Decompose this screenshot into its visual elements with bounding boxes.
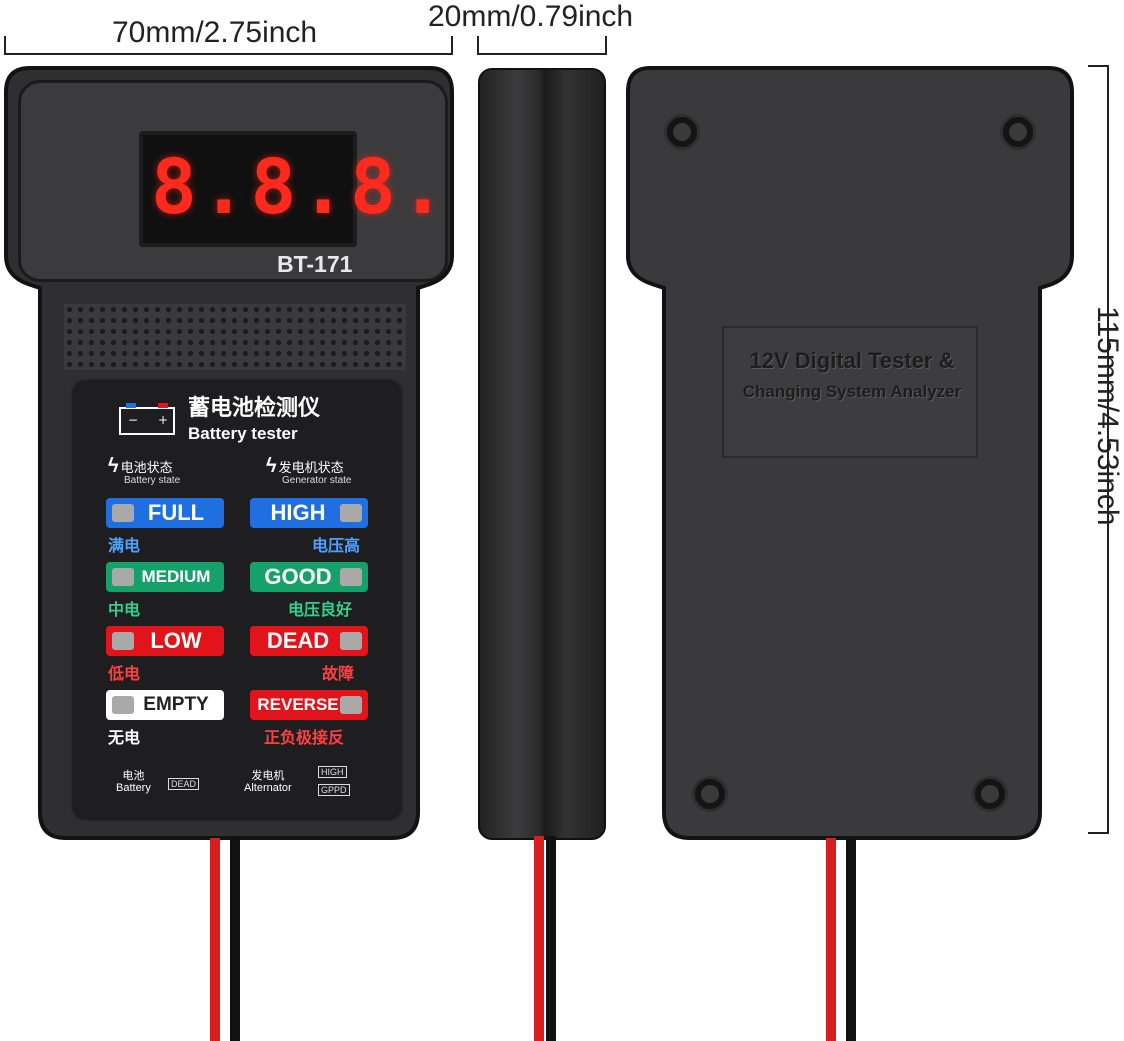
- back-label-line-2: Changing System Analyzer: [742, 382, 962, 401]
- indicator-dead: DEAD: [250, 626, 368, 656]
- indicator-reverse-cn: 正负极接反: [264, 730, 345, 747]
- side-cable-black: [546, 836, 556, 1041]
- indicator-dead-cn: 故障: [322, 666, 355, 683]
- legend-alternator: 发电机 Alternator: [244, 770, 292, 794]
- front-view: 8.8.8. BT-171 − + 蓄电池检测仪 Battery tester …: [6, 68, 452, 838]
- legend-battery-en: Battery: [116, 782, 151, 794]
- led-icon: [112, 632, 134, 650]
- width-dimension-label: 70mm/2.75inch: [112, 16, 318, 49]
- battery-state-en: Battery state: [124, 475, 181, 486]
- battery-icon: − +: [119, 403, 175, 435]
- indicator-reverse: REVERSE: [250, 690, 368, 720]
- battery-state-cn: 电池状态: [120, 460, 173, 475]
- legend-alternator-en: Alternator: [244, 782, 292, 794]
- side-cable-red: [534, 836, 544, 1041]
- back-label-line-1: 12V Digital Tester &: [749, 348, 955, 373]
- indicator-medium: MEDIUM: [106, 562, 224, 592]
- speaker-grille: [64, 304, 406, 370]
- generator-state-en: Generator state: [282, 475, 352, 486]
- front-cable-black: [230, 838, 240, 1041]
- indicator-low-cn: 低电: [108, 666, 141, 683]
- indicator-medium-cn: 中电: [108, 602, 141, 619]
- indicator-empty-cn: 无电: [108, 730, 141, 747]
- side-view: [478, 68, 606, 840]
- svg-text:−: −: [128, 413, 138, 427]
- indicator-good: GOOD: [250, 562, 368, 592]
- display-head: 8.8.8. BT-171: [18, 80, 448, 282]
- indicator-high: HIGH: [250, 498, 368, 528]
- back-view: 12V Digital Tester & Changing System Ana…: [626, 68, 1072, 838]
- back-cable-black: [846, 838, 856, 1041]
- screw-icon: [692, 776, 728, 812]
- back-cable-red: [826, 838, 836, 1041]
- legend-alt-box-high: HIGH: [318, 766, 347, 778]
- legend-battery-box: DEAD: [168, 778, 200, 790]
- indicator-good-cn: 电压良好: [288, 602, 353, 619]
- indicator-high-cn: 电压高: [312, 538, 361, 555]
- back-label-plate: 12V Digital Tester & Changing System Ana…: [722, 326, 978, 458]
- legend-alternator-cn: 发电机: [251, 770, 285, 782]
- bolt-icon: ϟ: [108, 455, 119, 477]
- panel-title-chinese: 蓄电池检测仪: [188, 395, 321, 420]
- legend-battery: 电池 Battery: [116, 770, 151, 794]
- screw-icon: [1000, 114, 1036, 150]
- indicator-empty: EMPTY: [106, 690, 224, 720]
- front-cable-red: [210, 838, 220, 1041]
- panel-title-english: Battery tester: [188, 424, 298, 443]
- led-icon: [112, 696, 134, 714]
- generator-state-cn: 发电机状态: [278, 460, 344, 475]
- model-number: BT-171: [277, 251, 353, 277]
- led-icon: [112, 568, 134, 586]
- indicator-low: LOW: [106, 626, 224, 656]
- led-icon: [340, 632, 362, 650]
- indicator-full-cn: 满电: [108, 538, 141, 555]
- legend-battery-cn: 电池: [122, 770, 145, 782]
- led-icon: [340, 504, 362, 522]
- svg-text:+: +: [158, 413, 168, 427]
- led-icon: [340, 568, 362, 586]
- screw-icon: [972, 776, 1008, 812]
- depth-dimension-label: 20mm/0.79inch: [428, 0, 634, 33]
- legend-alt-box-good: GPPD: [318, 784, 350, 796]
- bolt-icon: ϟ: [266, 455, 277, 477]
- led-icon: [340, 696, 362, 714]
- indicator-full: FULL: [106, 498, 224, 528]
- screw-icon: [664, 114, 700, 150]
- led-icon: [112, 504, 134, 522]
